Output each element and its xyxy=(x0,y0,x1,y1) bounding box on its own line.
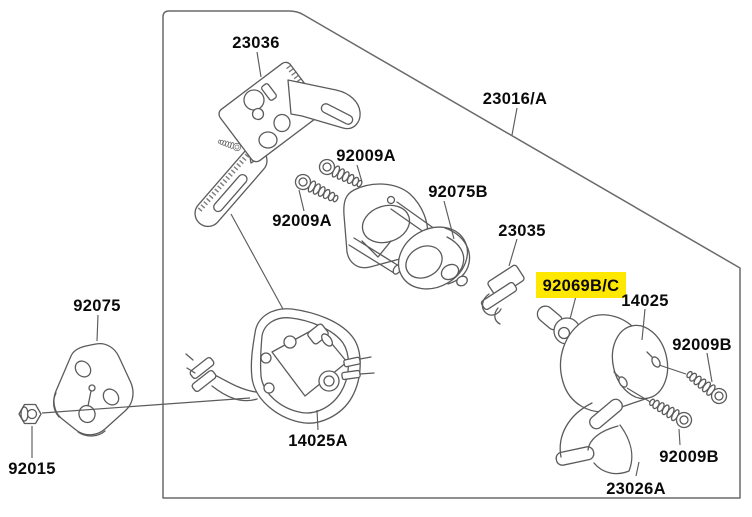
part-92075b-socket-drawing xyxy=(397,226,471,290)
part-label-14025a[interactable]: 14025A xyxy=(288,432,348,450)
part-label-23016a[interactable]: 23016/A xyxy=(483,90,547,108)
part-label-92009a-1[interactable]: 92009A xyxy=(336,147,396,165)
part-label-92009b-2[interactable]: 92009B xyxy=(659,448,719,466)
part-23026a-cover-drawing xyxy=(555,398,633,475)
leader-lines xyxy=(31,51,713,477)
part-label-92015[interactable]: 92015 xyxy=(8,460,55,478)
part-label-92075b[interactable]: 92075B xyxy=(428,183,488,201)
part-92015-nut-drawing xyxy=(18,403,42,425)
part-label-92075[interactable]: 92075 xyxy=(73,297,120,315)
part-23036-bracket-drawing xyxy=(194,61,361,228)
part-labels: 23036 23016/A 92009A 92009A 92075B 23035… xyxy=(8,34,732,498)
part-92009b-screw-1-drawing xyxy=(682,366,731,408)
selected-part-highlight xyxy=(536,272,626,298)
screw-axis-lines xyxy=(626,364,687,404)
part-label-23036[interactable]: 23036 xyxy=(232,34,279,52)
part-14025-housing-drawing xyxy=(559,314,669,413)
assembly-line-bracket-to-lamp xyxy=(230,213,290,321)
diagram-border xyxy=(162,10,741,499)
part-label-23026a[interactable]: 23026A xyxy=(606,480,666,498)
part-label-92009a-2[interactable]: 92009A xyxy=(272,212,332,230)
part-14025a-lamp-body-drawing xyxy=(185,308,375,424)
part-label-92009b-1[interactable]: 92009B xyxy=(672,336,732,354)
assembly-line-nut-to-lamp xyxy=(41,397,251,414)
part-label-14025[interactable]: 14025 xyxy=(621,292,668,310)
part-label-92069bc-highlighted[interactable]: 92069B/C xyxy=(543,277,620,295)
part-92009b-screw-2-drawing xyxy=(646,394,695,431)
part-92075-damper-drawing xyxy=(52,342,134,437)
part-label-23035[interactable]: 23035 xyxy=(498,222,545,240)
part-23035-clip-drawing xyxy=(480,264,525,325)
